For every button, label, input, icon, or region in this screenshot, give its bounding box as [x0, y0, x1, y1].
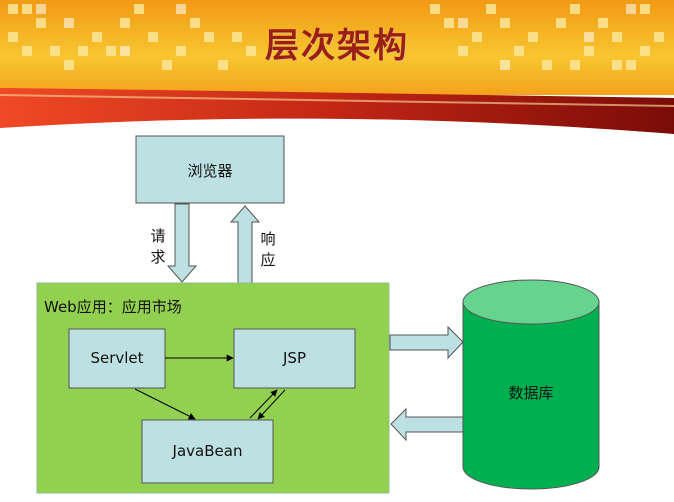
jsp-to-javabean-arrow	[257, 389, 286, 420]
request-arrow	[166, 203, 198, 283]
to-database-arrow	[389, 325, 464, 360]
response-arrow	[229, 205, 261, 284]
servlet-to-javabean-arrow	[134, 388, 196, 420]
browser-label: 浏览器	[187, 162, 233, 180]
jsp-box	[233, 328, 356, 389]
jsp-label: JSP	[283, 349, 306, 367]
javabean-to-jsp-arrow	[249, 389, 278, 419]
javabean-label: JavaBean	[172, 442, 243, 460]
web-app-label: Web应用：应用市场	[44, 298, 182, 316]
database-label: 数据库	[508, 384, 554, 402]
slide-title: 层次架构	[265, 26, 409, 66]
slide-banner	[0, 0, 674, 134]
javabean-box	[141, 419, 274, 484]
request-label: 请求	[150, 227, 166, 266]
database-cylinder	[462, 279, 600, 490]
response-label: 响应	[260, 230, 276, 269]
browser-box	[135, 135, 285, 204]
from-database-arrow	[390, 407, 464, 442]
servlet-label: Servlet	[90, 349, 144, 367]
